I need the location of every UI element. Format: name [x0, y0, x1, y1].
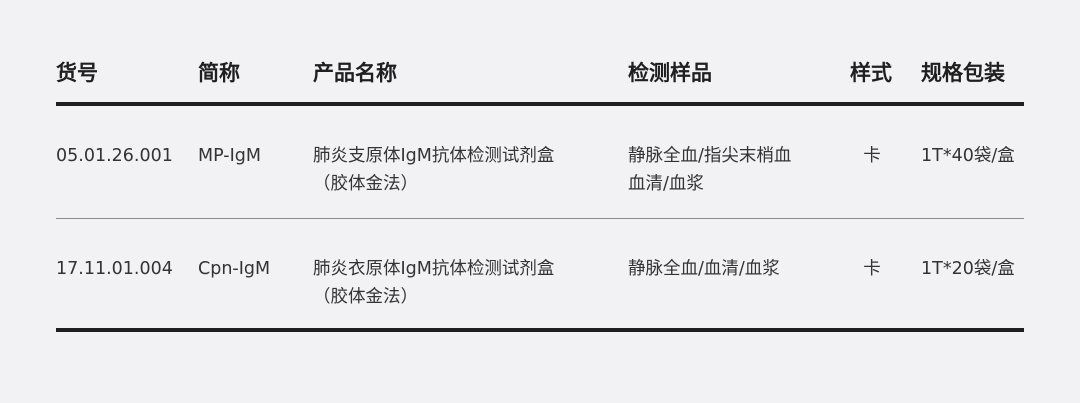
product-name-line1: 肺炎支原体IgM抗体检测试剂盒 — [313, 146, 555, 166]
product-table: 货号 简称 产品名称 检测样品 样式 规格包装 05.01.26.001 MP-… — [56, 0, 1024, 332]
header-style: 样式 — [850, 61, 892, 85]
cell-sample: 静脉全血/指尖末梢血 血清/血浆 — [628, 142, 791, 198]
header-code: 货号 — [56, 61, 98, 85]
header-sample: 检测样品 — [628, 61, 712, 85]
header-product-name: 产品名称 — [313, 61, 397, 85]
product-name-line2: （胶体金法） — [313, 174, 418, 194]
header-spec: 规格包装 — [921, 61, 1005, 85]
cell-code: 05.01.26.001 — [56, 146, 173, 166]
table-row: 05.01.26.001 MP-IgM 肺炎支原体IgM抗体检测试剂盒 （胶体金… — [56, 106, 1024, 219]
table-row: 17.11.01.004 Cpn-IgM 肺炎衣原体IgM抗体检测试剂盒 （胶体… — [56, 219, 1024, 332]
product-name-line1: 肺炎衣原体IgM抗体检测试剂盒 — [313, 259, 555, 279]
product-name-line2: （胶体金法） — [313, 287, 418, 307]
table-header-row: 货号 简称 产品名称 检测样品 样式 规格包装 — [56, 0, 1024, 106]
cell-product-name: 肺炎支原体IgM抗体检测试剂盒 （胶体金法） — [313, 142, 554, 198]
sample-line1: 静脉全血/血清/血浆 — [628, 259, 780, 279]
cell-spec: 1T*40袋/盒 — [921, 146, 1015, 166]
header-abbr: 简称 — [198, 61, 240, 85]
cell-spec: 1T*20袋/盒 — [921, 259, 1015, 279]
cell-abbr: MP-IgM — [198, 146, 261, 166]
cell-code: 17.11.01.004 — [56, 259, 173, 279]
cell-style: 卡 — [863, 259, 881, 279]
sample-line2: 血清/血浆 — [628, 174, 704, 194]
cell-sample: 静脉全血/血清/血浆 — [628, 255, 780, 283]
cell-style: 卡 — [863, 146, 881, 166]
cell-abbr: Cpn-IgM — [198, 259, 271, 279]
sample-line1: 静脉全血/指尖末梢血 — [628, 146, 792, 166]
cell-product-name: 肺炎衣原体IgM抗体检测试剂盒 （胶体金法） — [313, 255, 554, 311]
